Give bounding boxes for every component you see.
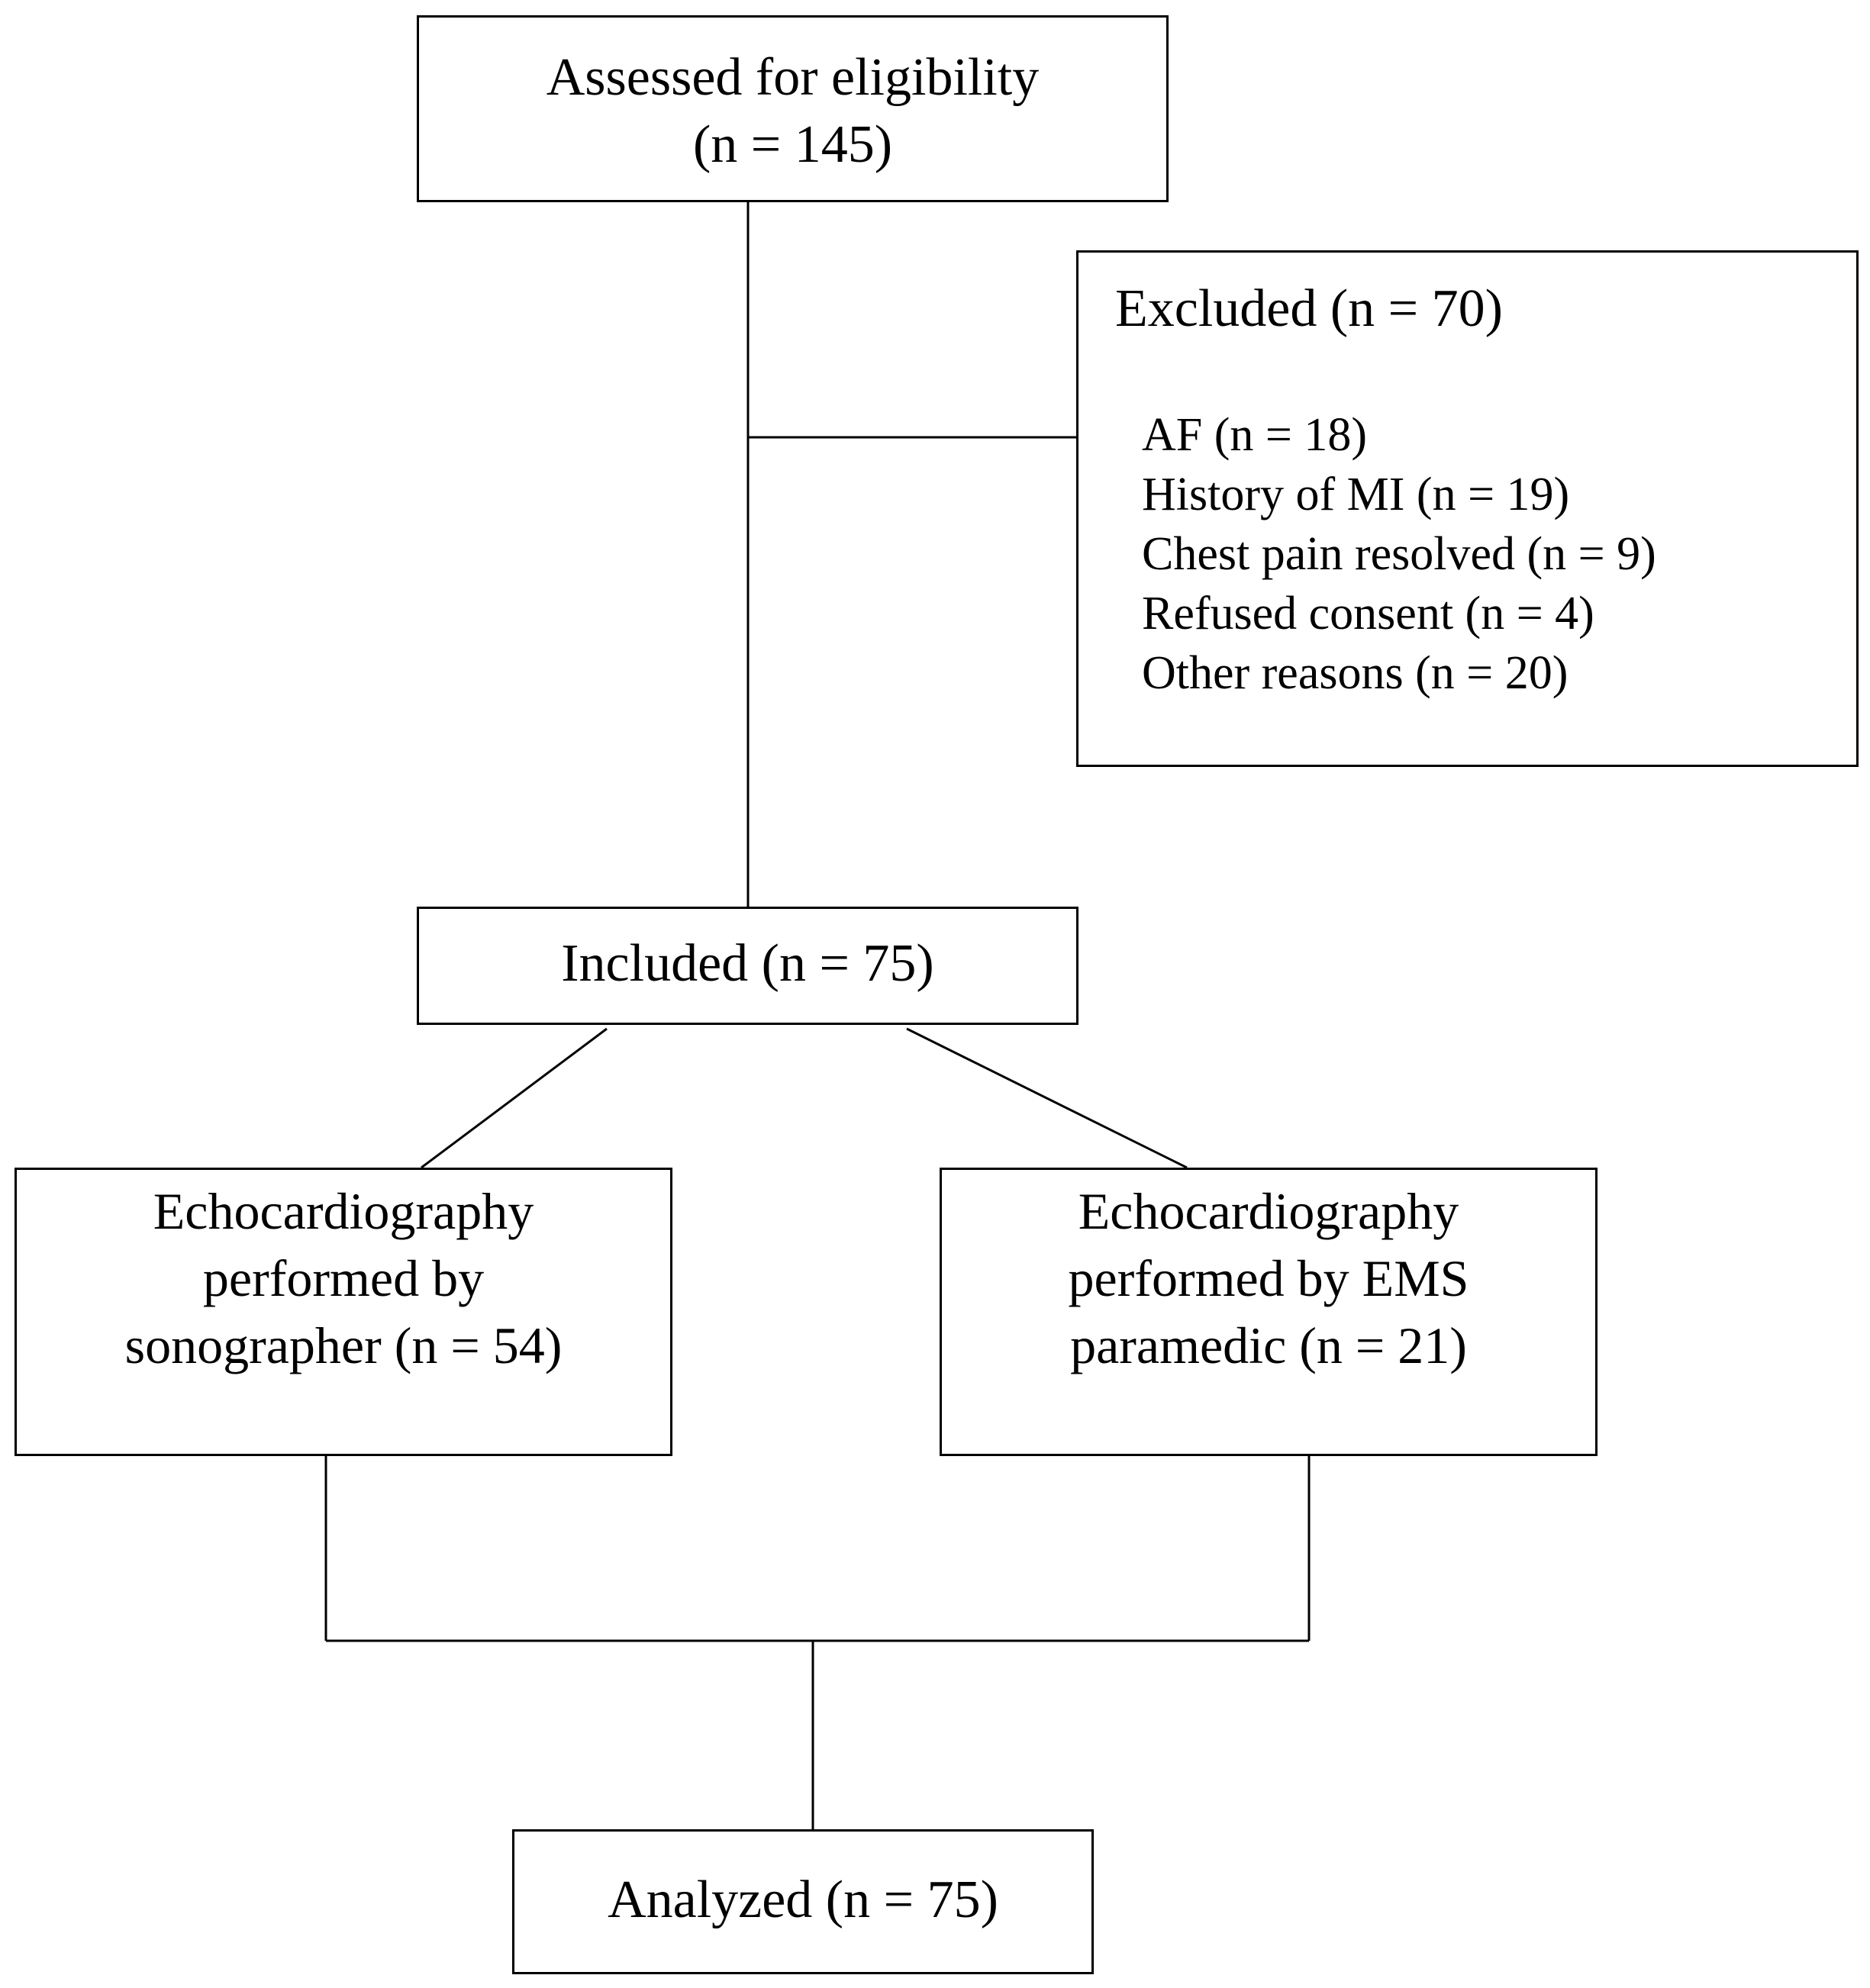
paramedic-echocardiography-text: Echocardiography performed by EMS parame… (1068, 1182, 1469, 1374)
exclusion-reason-other: Other reasons (n = 20) (1142, 647, 1569, 699)
analyzed-box: Analyzed (n = 75) (512, 1829, 1094, 1974)
assessed-for-eligibility-text: Assessed for eligibility (n = 145) (546, 48, 1040, 174)
excluded-title: Excluded (n = 70) (1115, 279, 1503, 338)
exclusion-reason-history-of-mi: History of MI (n = 19) (1142, 469, 1570, 520)
exclusion-reason-refused-consent: Refused consent (n = 4) (1142, 588, 1594, 640)
sonographer-echocardiography-text: Echocardiography performed by sonographe… (124, 1182, 563, 1374)
connector-included-to-paramedic (906, 1027, 1188, 1169)
exclusion-reason-chest-pain-resolved: Chest pain resolved (n = 9) (1142, 528, 1656, 580)
exclusion-reason-af: AF (n = 18) (1142, 409, 1368, 461)
sonographer-echocardiography-box: Echocardiography performed by sonographe… (15, 1168, 672, 1456)
assessed-for-eligibility-box: Assessed for eligibility (n = 145) (417, 15, 1169, 202)
paramedic-echocardiography-box: Echocardiography performed by EMS parame… (940, 1168, 1598, 1456)
connector-included-to-sonographer (421, 1027, 608, 1169)
analyzed-text: Analyzed (n = 75) (608, 1870, 998, 1929)
included-text: Included (n = 75) (561, 934, 934, 993)
exclusion-reasons-list: AF (n = 18) History of MI (n = 19) Chest… (1142, 405, 1656, 703)
excluded-box: Excluded (n = 70) AF (n = 18) History of… (1076, 250, 1859, 767)
included-box: Included (n = 75) (417, 907, 1078, 1025)
